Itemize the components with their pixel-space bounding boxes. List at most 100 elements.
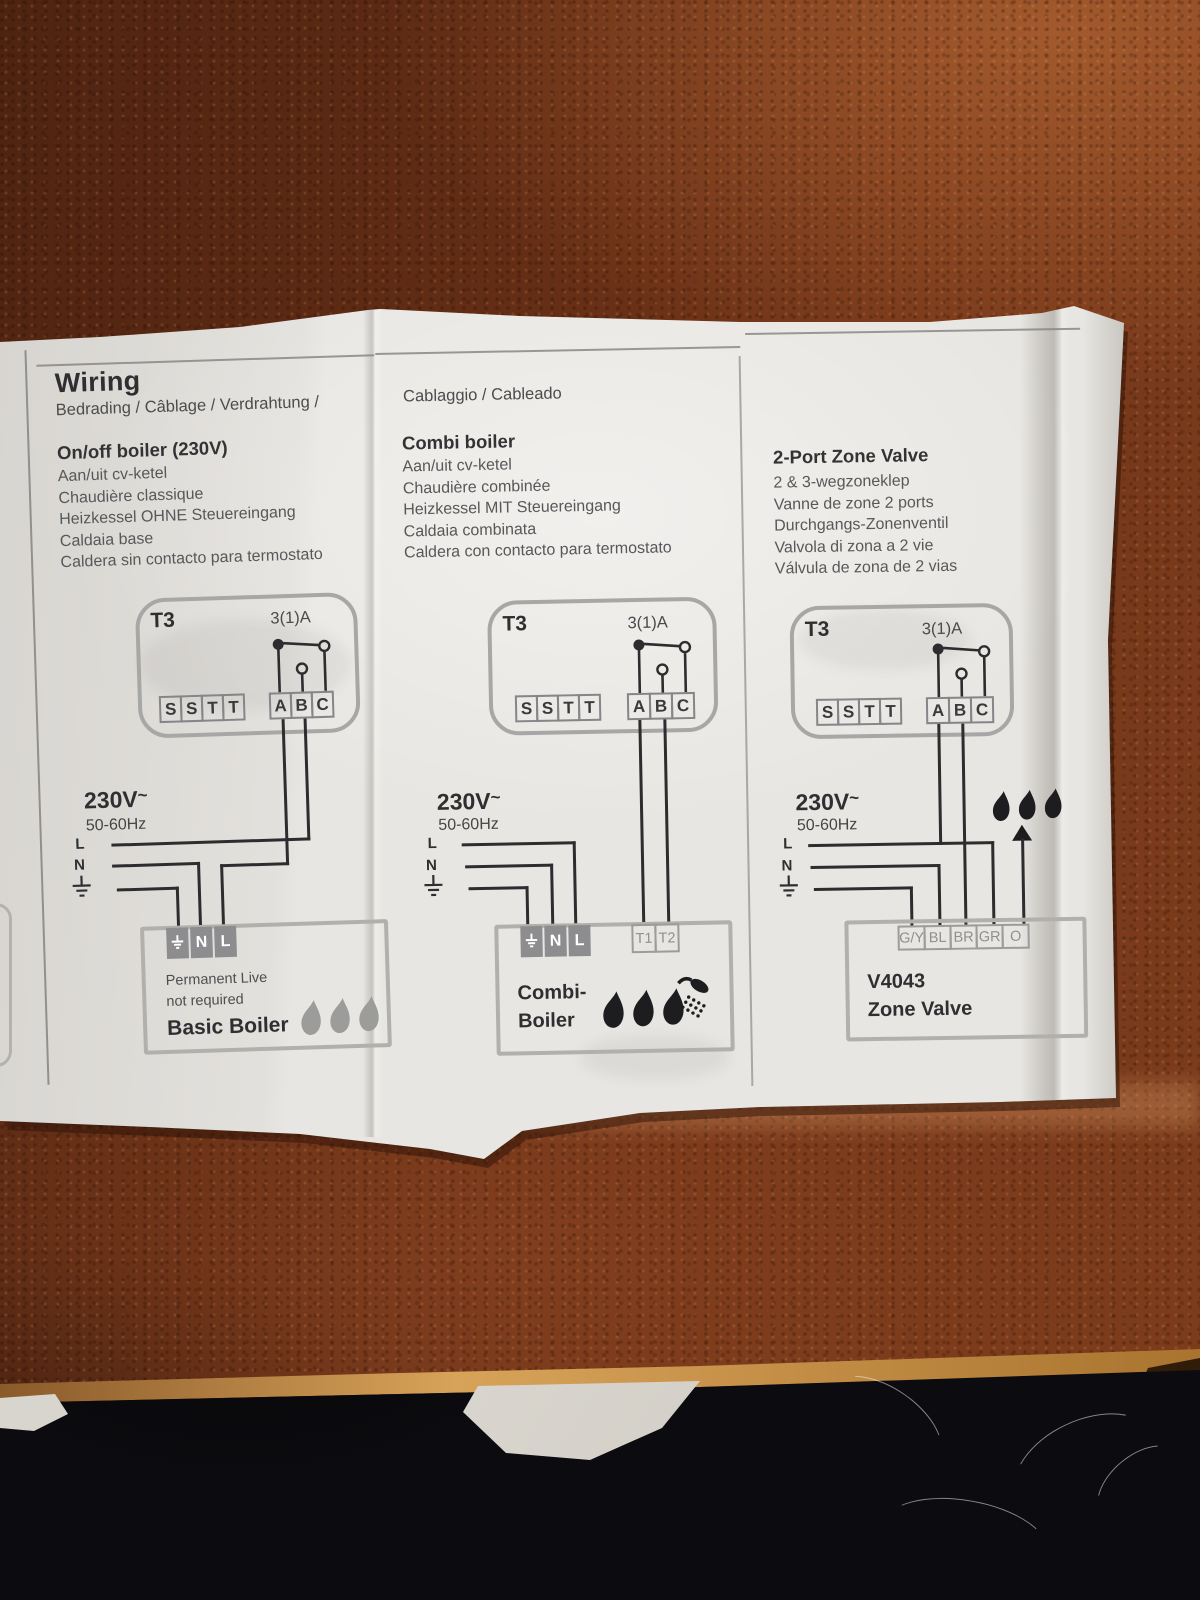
terminal-t: T: [556, 694, 581, 722]
paper-fold-crease-left: [363, 306, 383, 1137]
earth-symbol: [525, 933, 538, 948]
header-rule: [36, 354, 375, 367]
earth-symbol: [171, 935, 184, 949]
terminal-gr: GR: [975, 924, 1004, 950]
terminal-t: T: [878, 697, 903, 725]
boiler-note-line1: Permanent Live: [165, 969, 268, 990]
flame-icon: [1018, 789, 1036, 820]
terminal-row-abc: A B C: [626, 691, 696, 721]
terminal-row-sstt: S S T T: [158, 693, 246, 724]
boiler-name-line2: Boiler: [517, 1009, 575, 1033]
valve-name-line2: Zone Valve: [867, 997, 973, 1022]
boiler-name-line1: Combi-: [517, 981, 587, 1005]
column-translations: Aan/uit cv-ketel Chaudière classique Hei…: [57, 464, 324, 572]
terminal-b: B: [947, 696, 973, 724]
wire-to-boiler-n: [197, 861, 203, 927]
wire-to-boiler-l: [572, 841, 578, 927]
relay-switch-icon: [272, 638, 331, 693]
wire-earth: [468, 886, 529, 891]
terminal-a: A: [925, 696, 951, 725]
terminal-s: S: [514, 694, 539, 723]
mains-frequency: 50-60Hz: [438, 815, 499, 834]
column-heading: Combi boiler: [401, 430, 516, 454]
flame-icon: [633, 989, 654, 1027]
flame-icon: [330, 998, 350, 1034]
column-heading: On/off boiler (230V): [56, 436, 228, 464]
thermostat-model: T3: [804, 617, 830, 642]
boiler-neutral-terminal: N: [190, 926, 214, 959]
print-bleedthrough: [800, 610, 970, 670]
wire-a-down: [281, 719, 290, 866]
mains-frequency: 50-60Hz: [85, 815, 147, 835]
wire-to-boiler-earth: [525, 886, 530, 928]
column-heading: 2-Port Zone Valve: [772, 444, 929, 468]
relay-rating: 3(1)A: [270, 608, 312, 628]
terminal-s: S: [815, 698, 840, 726]
panel-onoff-boiler: Wiring Bedrading / Câblage / Verdrahtung…: [30, 344, 398, 1099]
boiler-neutral-terminal: N: [544, 925, 567, 957]
wire-to-bl: [937, 863, 942, 926]
shower-icon: [677, 976, 709, 1018]
terminal-row-abc: A B C: [925, 696, 995, 725]
neutral-label: N: [781, 857, 793, 875]
flame-icon: [663, 988, 684, 1025]
terminal-a: A: [626, 692, 652, 721]
flame-icon: [603, 991, 624, 1028]
wire-to-boiler-l: [220, 864, 226, 927]
terminal-s: S: [836, 698, 861, 726]
boiler-note-line2: not required: [166, 991, 244, 1011]
terminal-t1: T1: [631, 923, 657, 954]
wire-live: [461, 841, 576, 847]
mains-voltage: 230V~: [83, 785, 148, 814]
neutral-label: N: [73, 856, 86, 874]
column-translations: Aan/uit cv-ketel Chaudière combinée Heiz…: [402, 456, 672, 562]
neutral-label: N: [425, 856, 438, 875]
terminal-c: C: [969, 696, 995, 724]
relay-rating: 3(1)A: [627, 613, 669, 633]
cropped-diagram-edge: [0, 903, 12, 1067]
terminal-br: BR: [949, 924, 978, 950]
wire-live: [808, 841, 995, 848]
wire-live: [111, 837, 311, 847]
wire-neutral: [112, 861, 201, 868]
terminal-row-sstt: S S T T: [815, 697, 903, 726]
wire-earth: [116, 886, 179, 892]
earth-symbol: [424, 874, 443, 897]
terminal-t: T: [857, 697, 882, 726]
live-label: L: [783, 835, 793, 853]
valve-name-line1: V4043: [867, 970, 926, 994]
flame-icon: [992, 791, 1010, 821]
earth-symbol: [72, 875, 91, 897]
terminal-bl: BL: [923, 924, 952, 951]
flame-icon: [359, 996, 379, 1032]
terminal-t: T: [577, 693, 602, 722]
relay-switch-icon: [932, 643, 991, 698]
mains-voltage: 230V~: [795, 788, 860, 816]
print-bleedthrough: [140, 620, 350, 710]
header-rule: [375, 345, 741, 355]
boiler-live-terminal: L: [568, 924, 591, 957]
panel-zone-valve: 2-Port Zone Valve 2 & 3-wegzoneklep Vann…: [745, 319, 1124, 1095]
paper-fold-crease-right: [1020, 306, 1070, 1102]
wire-to-boiler-n: [550, 863, 555, 927]
boiler-earth-terminal: [520, 925, 543, 958]
wire-b-down: [303, 718, 311, 841]
earth-symbol: [779, 875, 798, 897]
header-rule: [745, 327, 1081, 335]
wire-to-gr: [991, 841, 996, 925]
terminal-c: C: [310, 690, 335, 719]
terminal-o: O: [1001, 923, 1030, 950]
wire-a-down: [937, 723, 943, 846]
wire-a-horizontal: [220, 862, 290, 868]
flame-icons-black: [602, 982, 685, 1032]
live-label: L: [427, 834, 438, 853]
wire-b-to-t2: [663, 719, 671, 925]
print-bleedthrough: [580, 1035, 730, 1080]
mains-voltage: 230V~: [436, 787, 501, 815]
flame-icon: [301, 1000, 321, 1035]
wire-neutral: [810, 864, 939, 870]
terminal-row-valve: G/Y BL BR GR O: [897, 923, 1030, 951]
